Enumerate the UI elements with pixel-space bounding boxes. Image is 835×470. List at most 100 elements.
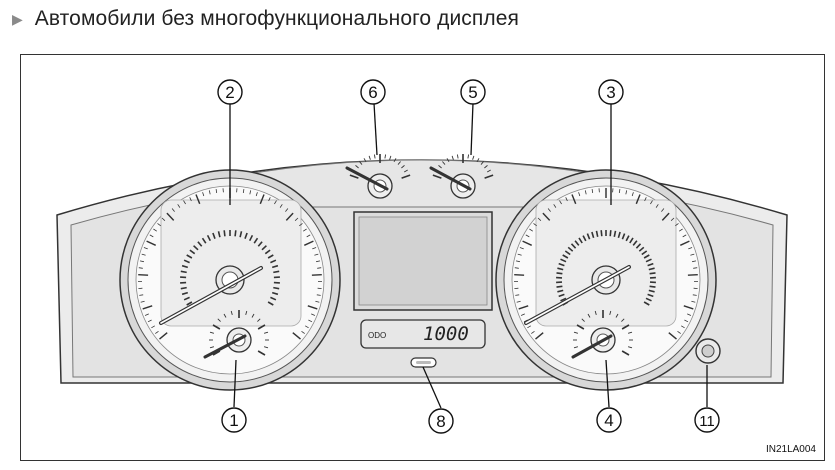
gauge-tick: [668, 332, 677, 340]
gauge-tick: [349, 174, 359, 179]
gauge-tick: [582, 235, 587, 242]
gauge-tick: [273, 286, 280, 290]
svg-text:5: 5: [468, 83, 477, 102]
svg-text:11: 11: [699, 413, 715, 430]
gauge-tick: [648, 289, 655, 293]
gauge-tick: [584, 190, 587, 195]
gauge-tick: [687, 273, 698, 276]
gauge-tick: [688, 247, 693, 250]
gauge-tick: [209, 331, 215, 334]
speedometer-inner-scale: [180, 230, 280, 306]
gauge-tick: [446, 158, 450, 163]
gauge-tick: [401, 165, 405, 169]
gauge-tick: [586, 233, 591, 240]
gauge-tick: [648, 267, 655, 271]
svg-text:8: 8: [436, 412, 445, 431]
gauge-tick: [393, 158, 397, 163]
gauge-tick: [625, 190, 628, 195]
gauge-tick: [527, 325, 532, 329]
gauge-tick: [161, 217, 166, 221]
gauge-tick: [263, 331, 269, 334]
gauge-tick: [270, 296, 277, 301]
gauge-tick: [257, 324, 266, 330]
gauge-tick: [486, 169, 491, 173]
gauge-tick: [451, 155, 454, 160]
gauge-tick: [271, 291, 279, 296]
gauge-tick: [650, 200, 653, 205]
gauge-tick: [571, 194, 577, 205]
top-right-small-gauge-scale: [432, 154, 494, 179]
gauge-tick: [559, 200, 562, 205]
gauge-tick: [649, 285, 656, 288]
gauge-tick: [522, 240, 533, 246]
top-right-small-gauge: [429, 154, 494, 199]
gauge-tick: [389, 155, 392, 160]
gauge-tick: [142, 305, 153, 310]
gauge-tick: [595, 230, 599, 237]
gauge-tick: [467, 154, 470, 159]
gauge-tick: [514, 273, 525, 276]
gauge-tick: [647, 262, 654, 267]
fuel-gauge-scale: [209, 310, 269, 356]
gauge-tick: [397, 161, 401, 165]
gauge-tick: [529, 228, 534, 232]
gauge-tick: [212, 232, 216, 239]
gauge-tick: [556, 285, 563, 288]
gauge-tick: [613, 230, 617, 237]
gauge-tick: [248, 234, 254, 242]
gauge-tick: [197, 241, 203, 247]
gauge-tick: [661, 212, 670, 221]
gauge-tick: [533, 223, 537, 227]
instrument-cluster-figure: ODO 1000 2 6: [20, 54, 825, 461]
gauge-tick: [690, 253, 695, 256]
bullet-arrow-icon: ▶: [12, 10, 23, 27]
gauge-tick: [625, 235, 630, 242]
gauge-tick: [514, 267, 519, 269]
gauge-tick: [183, 296, 190, 301]
gauge-tick: [189, 249, 196, 255]
gauge-tick: [565, 197, 568, 202]
gauge-tick: [230, 310, 233, 316]
gauge-tick: [574, 240, 580, 246]
callout-3: 3: [598, 79, 624, 105]
gauge-tick: [138, 273, 149, 276]
gauge-tick: [147, 319, 152, 323]
gauge-tick: [157, 223, 161, 227]
gauge-tick: [519, 247, 524, 250]
gauge-tick: [442, 161, 446, 165]
gauge-tick: [223, 313, 227, 318]
gauge-tick: [600, 230, 603, 237]
gauge-tick: [251, 313, 255, 318]
gauge-tick: [217, 231, 221, 238]
gauge-tick: [264, 249, 271, 255]
gauge-tick: [516, 300, 521, 303]
gauge-tick: [581, 318, 585, 322]
gauge-tick: [259, 194, 265, 205]
gauge-tick: [314, 253, 319, 256]
gauge-tick: [144, 313, 149, 316]
gauge-tick: [525, 234, 530, 238]
gauge-tick: [576, 324, 585, 330]
gauge-tick: [683, 305, 694, 310]
gauge-tick: [316, 294, 321, 296]
svg-text:4: 4: [604, 411, 613, 430]
gauge-tick: [558, 293, 565, 298]
gauge-tick: [217, 318, 221, 322]
gauge-tick: [557, 267, 564, 271]
figure-code: IN21LA004: [765, 444, 816, 455]
gauge-tick: [151, 325, 156, 329]
gauge-tick: [617, 231, 621, 239]
gauge-tick: [186, 301, 193, 306]
gauge-tick: [682, 234, 687, 238]
gauge-tick: [677, 330, 681, 334]
section-title: Автомобили без многофункционального дисп…: [34, 7, 519, 30]
gauge-tick: [515, 294, 520, 296]
gauge-tick: [307, 305, 318, 310]
instrument-cluster-diagram: ODO 1000 2 6: [56, 79, 788, 434]
gauge-tick: [518, 305, 529, 310]
gauge-tick: [553, 204, 557, 208]
callout-11: 11: [694, 407, 720, 433]
gauge-tick: [292, 332, 301, 340]
gauge-tick: [570, 243, 577, 249]
gauge-tick: [432, 174, 442, 179]
